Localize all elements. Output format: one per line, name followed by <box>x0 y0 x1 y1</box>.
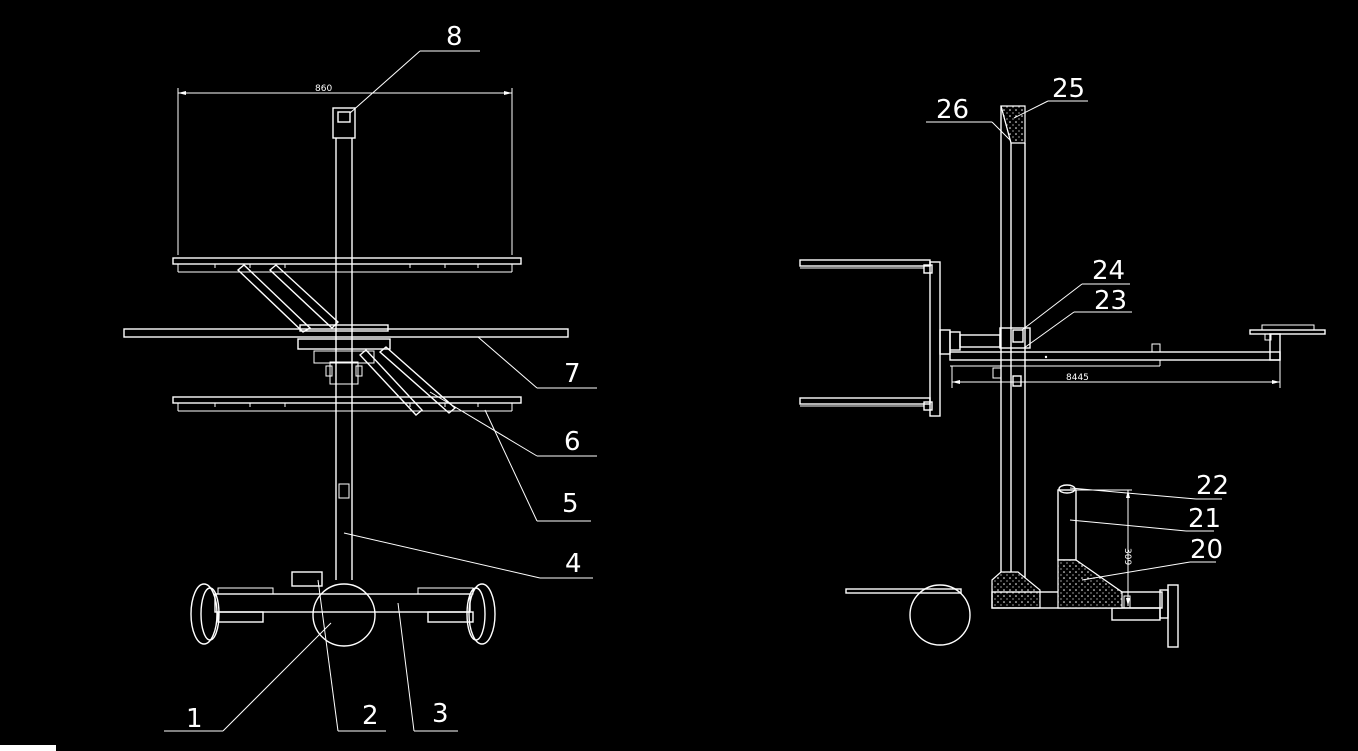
side-base <box>845 484 1179 648</box>
label-5: 5 <box>562 489 579 519</box>
label-7: 7 <box>564 359 581 389</box>
side-view: 8445 309 <box>799 74 1326 648</box>
side-mast <box>992 105 1026 580</box>
front-width-text: 860 <box>315 84 332 94</box>
side-forks <box>799 259 1031 417</box>
front-base <box>190 571 496 647</box>
front-main-plate <box>123 324 569 385</box>
label-23: 23 <box>1094 286 1127 316</box>
side-height-text: 309 <box>1122 548 1132 565</box>
label-6: 6 <box>564 427 581 457</box>
front-mast <box>332 107 356 580</box>
label-22: 22 <box>1196 471 1229 501</box>
corner-status-mark <box>0 745 56 751</box>
side-width-dimension: 8445 <box>951 360 1281 388</box>
label-20: 20 <box>1190 535 1223 565</box>
label-25: 25 <box>1052 74 1085 104</box>
label-21: 21 <box>1188 504 1221 534</box>
label-4: 4 <box>565 549 582 579</box>
front-lower-tray <box>172 396 522 412</box>
side-height-dimension: 309 <box>1074 489 1132 606</box>
front-leaders: 8 7 6 5 4 1 2 3 <box>164 22 597 734</box>
label-2: 2 <box>362 701 379 731</box>
label-24: 24 <box>1092 256 1125 286</box>
front-view: 860 <box>123 22 597 734</box>
side-width-text: 8445 <box>1066 373 1089 383</box>
front-lower-braces <box>358 346 457 416</box>
front-upper-tray <box>172 257 522 273</box>
label-1: 1 <box>186 704 203 734</box>
label-26: 26 <box>936 95 969 125</box>
label-8: 8 <box>446 22 463 52</box>
front-upper-braces <box>236 264 340 333</box>
front-width-dimension: 860 <box>177 84 513 255</box>
label-3: 3 <box>432 699 449 729</box>
side-leaders: 25 26 24 23 22 21 20 <box>926 74 1229 581</box>
side-arm <box>949 324 1326 367</box>
